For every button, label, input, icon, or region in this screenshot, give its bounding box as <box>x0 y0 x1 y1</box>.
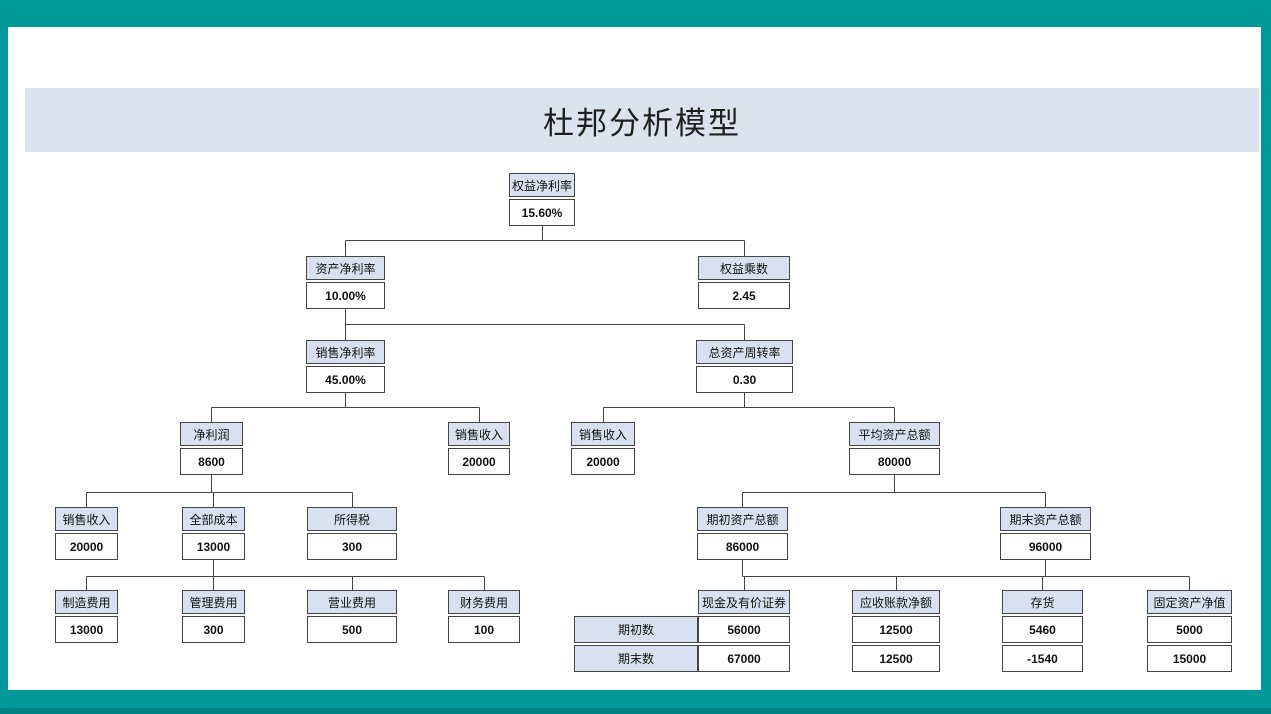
page-title: 杜邦分析模型 <box>543 105 741 142</box>
node-value: 45.00% <box>306 366 385 393</box>
table-cell: 12500 <box>852 645 940 672</box>
node-manufacturing-expense: 制造费用 13000 <box>55 590 118 643</box>
node-value: 2.45 <box>698 282 790 309</box>
table-col-header: 存货 <box>1002 590 1083 614</box>
node-sales-revenue-c: 销售收入 20000 <box>55 507 118 560</box>
node-label: 权益乘数 <box>698 256 790 280</box>
node-label: 所得税 <box>307 507 397 531</box>
table-row-label-beginning: 期初数 <box>574 616 698 643</box>
node-total-cost: 全部成本 13000 <box>182 507 245 560</box>
table-cell: 5460 <box>1002 616 1083 643</box>
node-label: 财务费用 <box>448 590 520 614</box>
node-label: 平均资产总额 <box>849 422 940 446</box>
node-total-asset-turnover: 总资产周转率 0.30 <box>696 340 793 393</box>
node-value: 8600 <box>180 448 243 475</box>
node-value: 500 <box>307 616 397 643</box>
node-value: 13000 <box>182 533 245 560</box>
node-value: 300 <box>307 533 397 560</box>
node-sales-revenue-a: 销售收入 20000 <box>448 422 510 475</box>
table-cell: 5000 <box>1147 616 1232 643</box>
node-beginning-total-assets: 期初资产总额 86000 <box>697 507 788 560</box>
node-label: 管理费用 <box>182 590 245 614</box>
node-label: 期末资产总额 <box>1000 507 1091 531</box>
node-return-on-equity: 权益净利率 15.60% <box>509 173 575 226</box>
node-admin-expense: 管理费用 300 <box>182 590 245 643</box>
node-value: 20000 <box>448 448 510 475</box>
node-label: 销售净利率 <box>306 340 385 364</box>
node-value: 80000 <box>849 448 940 475</box>
node-label: 销售收入 <box>55 507 118 531</box>
node-label: 净利润 <box>180 422 243 446</box>
node-net-profit: 净利润 8600 <box>180 422 243 475</box>
node-value: 86000 <box>697 533 788 560</box>
node-income-tax: 所得税 300 <box>307 507 397 560</box>
node-value: 10.00% <box>306 282 385 309</box>
table-row-label-ending: 期末数 <box>574 645 698 672</box>
node-label: 营业费用 <box>307 590 397 614</box>
node-label: 期初资产总额 <box>697 507 788 531</box>
table-row-labels: 期初数 期末数 <box>574 616 698 672</box>
title-band: 杜邦分析模型 <box>25 88 1259 152</box>
node-label: 全部成本 <box>182 507 245 531</box>
node-financial-expense: 财务费用 100 <box>448 590 520 643</box>
node-value: 20000 <box>571 448 635 475</box>
node-value: 0.30 <box>696 366 793 393</box>
node-value: 100 <box>448 616 520 643</box>
table-col-header: 应收账款净额 <box>852 590 940 614</box>
node-operating-expense: 营业费用 500 <box>307 590 397 643</box>
node-label: 销售收入 <box>571 422 635 446</box>
node-equity-multiplier: 权益乘数 2.45 <box>698 256 790 309</box>
node-average-total-assets: 平均资产总额 80000 <box>849 422 940 475</box>
table-cell: 67000 <box>698 645 790 672</box>
table-cell: 12500 <box>852 616 940 643</box>
table-col-header: 固定资产净值 <box>1147 590 1232 614</box>
node-net-profit-margin: 销售净利率 45.00% <box>306 340 385 393</box>
node-label: 资产净利率 <box>306 256 385 280</box>
node-value: 300 <box>182 616 245 643</box>
table-col-header: 现金及有价证券 <box>698 590 790 614</box>
node-value: 15.60% <box>509 199 575 226</box>
table-cell: -1540 <box>1002 645 1083 672</box>
table-cell: 56000 <box>698 616 790 643</box>
node-return-on-assets: 资产净利率 10.00% <box>306 256 385 309</box>
node-label: 制造费用 <box>55 590 118 614</box>
node-ending-total-assets: 期末资产总额 96000 <box>1000 507 1091 560</box>
table-col-accounts-receivable-net: 应收账款净额 12500 12500 <box>852 590 940 672</box>
table-col-fixed-assets-net: 固定资产净值 5000 15000 <box>1147 590 1232 672</box>
node-label: 销售收入 <box>448 422 510 446</box>
table-col-inventory: 存货 5460 -1540 <box>1002 590 1083 672</box>
table-col-cash-and-securities: 现金及有价证券 56000 67000 <box>698 590 790 672</box>
node-sales-revenue-b: 销售收入 20000 <box>571 422 635 475</box>
node-value: 13000 <box>55 616 118 643</box>
table-cell: 15000 <box>1147 645 1232 672</box>
node-label: 权益净利率 <box>509 173 575 197</box>
node-value: 96000 <box>1000 533 1091 560</box>
bottom-accent-bar <box>0 708 1271 714</box>
node-label: 总资产周转率 <box>696 340 793 364</box>
node-value: 20000 <box>55 533 118 560</box>
